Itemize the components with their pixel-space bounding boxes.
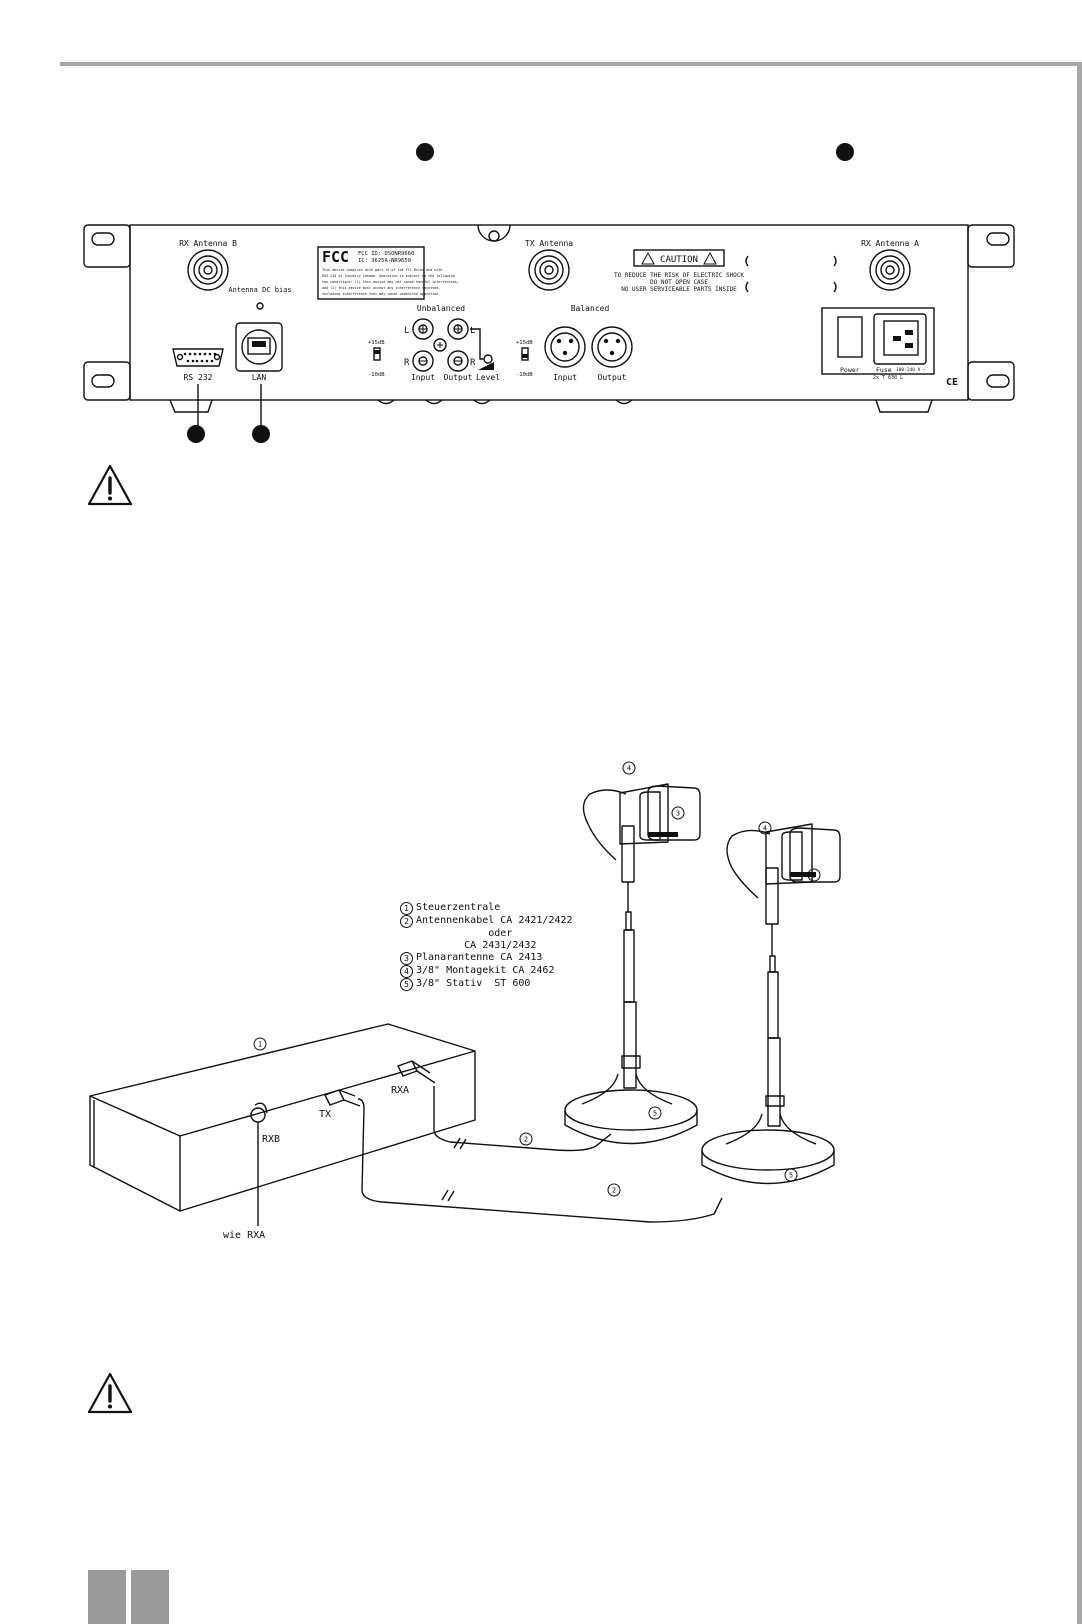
- caution-label: CAUTION: [660, 255, 698, 265]
- label-3-planar-antenna: 3: [676, 810, 680, 818]
- callout-dot-rs232: [187, 425, 205, 443]
- side-rule: [1077, 62, 1082, 1624]
- label-1-controller: 1: [258, 1041, 262, 1049]
- tx-antenna-label: TX Antenna: [525, 239, 573, 248]
- footer-tab: [131, 1570, 169, 1624]
- gain-plus-balanced: +15dB: [516, 340, 533, 346]
- rear-panel-figure: RX Antenna B TX Antenna RX Antenna A FCC…: [83, 224, 1015, 427]
- rx-antenna-a-label: RX Antenna A: [861, 239, 919, 248]
- rxb-label: RXB: [262, 1134, 280, 1145]
- label-4-mount-kit: 4: [627, 765, 631, 773]
- channel-r-input: R: [404, 358, 410, 368]
- fuse-label: Fuse: [876, 366, 892, 374]
- ic-number: IC: 3625A-NR9650: [358, 258, 411, 264]
- caution-line: DO NOT OPEN CASE: [650, 279, 708, 286]
- gain-minus-balanced: -10dB: [516, 372, 533, 378]
- legend-text: 3/8" Stativ ST 600: [416, 978, 531, 989]
- fuse-rating-label: 2x T 630 L: [873, 375, 903, 381]
- legend-number: 5: [400, 978, 413, 991]
- antenna-setup-diagram: 1 4 3 5 4 3 5 2 2 RXA RXB TX wie RXA: [89, 761, 841, 1241]
- gain-plus-unbalanced: +15dB: [368, 340, 385, 346]
- balanced-input-label: Input: [553, 373, 577, 382]
- label-5-stand: 5: [653, 1110, 657, 1118]
- legend-text: 3/8" Montagekit CA 2462: [416, 965, 555, 976]
- callout-dot-lan: [252, 425, 270, 443]
- rxa-label: RXA: [391, 1085, 409, 1096]
- callout-dot-top-right: [836, 143, 854, 161]
- label-3-planar-antenna: 3: [812, 872, 816, 880]
- legend-number: 1: [400, 902, 413, 915]
- rx-antenna-b-label: RX Antenna B: [179, 239, 237, 248]
- legend-text: Antennenkabel CA 2421/2422: [416, 915, 573, 926]
- legend-text: Planarantenne CA 2413: [416, 952, 543, 963]
- unbalanced-label: Unbalanced: [417, 304, 465, 313]
- footer-tab: [88, 1570, 126, 1624]
- legend-continuation: oder: [416, 928, 513, 939]
- fcc-logo: FCC: [322, 248, 349, 266]
- unbalanced-output-label: Output: [444, 373, 473, 382]
- balanced-output-label: Output: [598, 373, 627, 382]
- channel-l-input: L: [404, 326, 409, 336]
- lan-label: LAN: [252, 373, 267, 382]
- power-label: Power: [840, 366, 860, 374]
- fcc-notice-line: This device complies with part 15 of the…: [322, 268, 442, 272]
- label-2-cable: 2: [612, 1187, 616, 1195]
- legend-number: 4: [400, 965, 413, 978]
- top-rule: [60, 62, 1082, 66]
- caution-line: NO USER SERVICEABLE PARTS INSIDE: [621, 286, 737, 293]
- legend-text: Steuerzentrale: [416, 902, 501, 913]
- legend-continuation: CA 2431/2432: [416, 940, 537, 951]
- unbalanced-input-label: Input: [411, 373, 435, 382]
- fcc-id: FCC ID: DSONR9660: [358, 251, 414, 257]
- legend-number: 2: [400, 915, 413, 928]
- rs232-label: RS 232: [184, 373, 213, 382]
- label-5-stand: 5: [789, 1172, 793, 1180]
- callout-dot-top-left: [416, 143, 434, 161]
- fcc-notice-line: including interference that may cause un…: [322, 292, 440, 296]
- antenna-dc-bias-label: Antenna DC bias: [228, 286, 291, 294]
- balanced-label: Balanced: [571, 304, 610, 313]
- tx-label: TX: [319, 1109, 331, 1120]
- level-label: Level: [476, 373, 500, 382]
- label-2-cable: 2: [524, 1136, 528, 1144]
- warning-triangle-icon: [87, 1372, 133, 1414]
- ce-mark: CE: [946, 377, 958, 388]
- warning-triangle-icon: [87, 464, 133, 506]
- fcc-notice-line: two conditions: (1) this device may not …: [322, 280, 459, 284]
- voltage-label: 100-240 V ~: [896, 367, 926, 373]
- channel-r-output: R: [470, 358, 476, 368]
- wie-rxa-label: wie RXA: [223, 1230, 265, 1241]
- fcc-notice-line: RSS-210 of Industry Canada. Operation is…: [322, 274, 455, 278]
- channel-l-output: L: [470, 326, 475, 336]
- legend-number: 3: [400, 952, 413, 965]
- fcc-notice-line: and (2) this device must accept any inte…: [322, 286, 440, 290]
- label-4-mount-kit: 4: [763, 825, 767, 833]
- gain-minus-unbalanced: -10dB: [368, 372, 385, 378]
- caution-line: TO REDUCE THE RISK OF ELECTRIC SHOCK: [614, 272, 744, 279]
